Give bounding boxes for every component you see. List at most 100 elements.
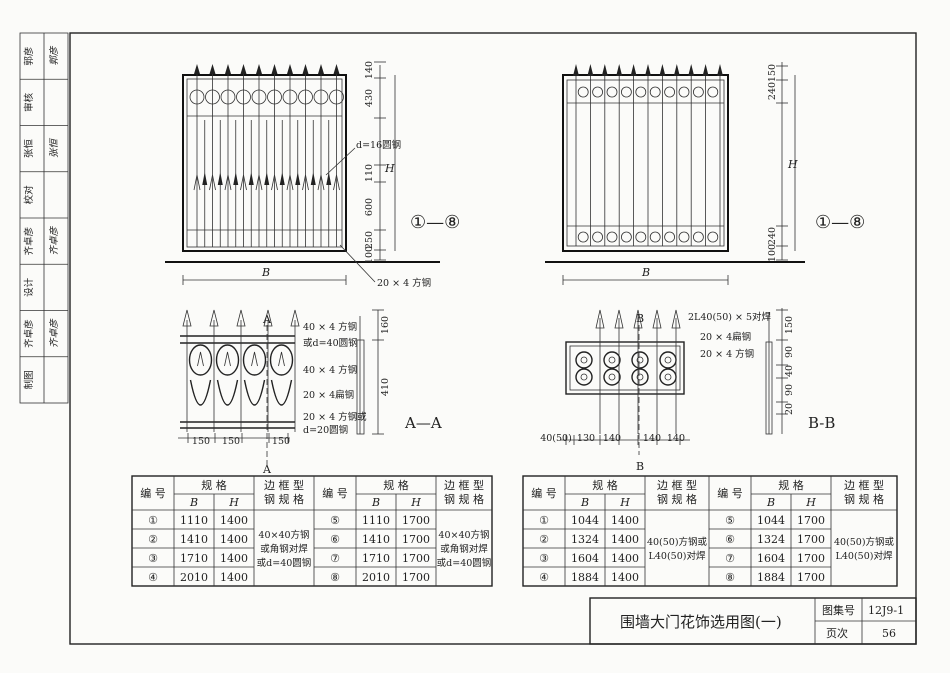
table-cell-b: 1410 [362, 533, 390, 546]
table-cell-number: ③ [539, 552, 549, 565]
table-cell-h: 1700 [402, 514, 430, 527]
col-header-frame: 钢 规 格 [444, 492, 484, 506]
table-cell-frame: 40(50)方钢或 [647, 536, 708, 548]
col-header-h: H [805, 496, 816, 509]
dim-value: 160 [380, 316, 391, 334]
side-label: 制图 [23, 370, 35, 389]
table-cell-number: ⑤ [330, 514, 340, 527]
dim-value: 140 [364, 61, 375, 79]
table-cell-frame: 或d=40圆钢 [437, 557, 492, 569]
detail-note: 40 × 4 方钢 [303, 321, 357, 333]
table-cell-b: 1044 [757, 514, 785, 527]
detail-note: 40 × 4 方钢 [303, 364, 357, 376]
table-cell-b: 1884 [571, 571, 599, 584]
table-cell-h: 1700 [797, 552, 825, 565]
table-cell-h: 1400 [611, 514, 639, 527]
col-header-frame: 边 框 型 [657, 478, 697, 492]
col-header-frame: 钢 规 格 [657, 492, 697, 506]
table-cell-b: 2010 [362, 571, 390, 584]
col-header-h: H [619, 496, 630, 509]
col-header-frame: 边 框 型 [444, 478, 484, 492]
table-cell-h: 1400 [611, 571, 639, 584]
col-header-spec: 规 格 [592, 478, 618, 492]
dim-value: 150 [272, 436, 290, 447]
gate-b-range: ①—⑧ [815, 212, 865, 233]
dim-value: 130 [577, 433, 595, 444]
section-mark-b-bottom: B [636, 460, 644, 473]
dim-value: 110 [364, 164, 375, 182]
side-label: 郭彦 [23, 47, 35, 66]
dim-value: 140 [643, 433, 661, 444]
dim-value: 150 [767, 64, 778, 82]
col-header-h: H [410, 496, 421, 509]
atlas-label: 图集号 [822, 603, 855, 617]
table-cell-number: ② [539, 533, 549, 546]
detail-note: 20 × 4 方钢 [700, 348, 754, 360]
dim-value: 240 [767, 82, 778, 100]
table-cell-b: 1604 [571, 552, 599, 565]
drawing-title: 围墙大门花饰选用图(一) [620, 613, 782, 631]
table-cell-b: 1324 [757, 533, 785, 546]
col-header-frame: 钢 规 格 [844, 492, 884, 506]
side-signature: 郭彦 [48, 45, 60, 66]
table-cell-b: 1710 [362, 552, 390, 565]
side-label: 设计 [23, 277, 35, 297]
col-header-b: B [766, 496, 775, 509]
table-cell-frame: 或角钢对焊 [440, 543, 488, 555]
table-cell-number: ⑦ [330, 552, 340, 565]
col-header-spec: 规 格 [201, 478, 227, 492]
side-signature: 张恒 [49, 138, 60, 159]
detail-note: 20 × 4 方钢或 [303, 411, 367, 423]
table-cell-number: ① [539, 514, 549, 527]
section-mark-a-top: A [262, 313, 272, 326]
table-cell-frame: 40×40方钢 [438, 529, 489, 541]
detail-note: 20 × 4扁钢 [700, 331, 751, 343]
table-cell-h: 1700 [402, 571, 430, 584]
table-cell-frame: 或角钢对焊 [260, 543, 308, 555]
table-cell-h: 1700 [402, 552, 430, 565]
table-cell-frame: 40(50)方钢或 [834, 536, 895, 548]
dim-value: 40 [784, 365, 795, 377]
table-cell-b: 1710 [180, 552, 208, 565]
page-number: 56 [882, 627, 896, 640]
dim-value: 600 [364, 198, 375, 216]
side-label: 审核 [23, 92, 35, 112]
sheet-border [69, 32, 917, 645]
table-cell-number: ① [148, 514, 158, 527]
table-cell-h: 1400 [220, 533, 248, 546]
col-header-frame: 钢 规 格 [264, 492, 304, 506]
side-label: 齐卓彦 [23, 319, 35, 348]
dim-value: 100 [364, 246, 375, 264]
dim-value: 140 [603, 433, 621, 444]
detail-note: 或d=40圆钢 [303, 337, 358, 349]
table-cell-h: 1400 [220, 571, 248, 584]
col-header-b: B [189, 496, 198, 509]
table-cell-frame: L40(50)对焊 [649, 550, 706, 562]
table-cell-number: ⑧ [725, 571, 735, 584]
table-cell-number: ③ [148, 552, 158, 565]
col-header-b: B [371, 496, 380, 509]
table-cell-frame: 40×40方钢 [258, 529, 309, 541]
col-header-number: 编 号 [531, 486, 557, 500]
dim-value: 150 [192, 436, 210, 447]
atlas-number: 12J9-1 [868, 604, 904, 617]
dim-value: 140 [667, 433, 685, 444]
table-cell-b: 1410 [180, 533, 208, 546]
table-cell-b: 1044 [571, 514, 599, 527]
dim-value: 20 [784, 403, 795, 415]
side-label: 齐卓彦 [23, 227, 35, 256]
dim-value: 100 [767, 244, 778, 262]
table-cell-h: 1700 [797, 514, 825, 527]
table-cell-h: 1400 [611, 552, 639, 565]
col-header-number: 编 号 [717, 486, 743, 500]
side-label: 校对 [23, 185, 35, 205]
col-header-number: 编 号 [322, 486, 348, 500]
detail-note: d=20圆钢 [303, 424, 348, 436]
table-cell-number: ④ [148, 571, 158, 584]
side-signature: 齐卓彦 [48, 225, 60, 255]
